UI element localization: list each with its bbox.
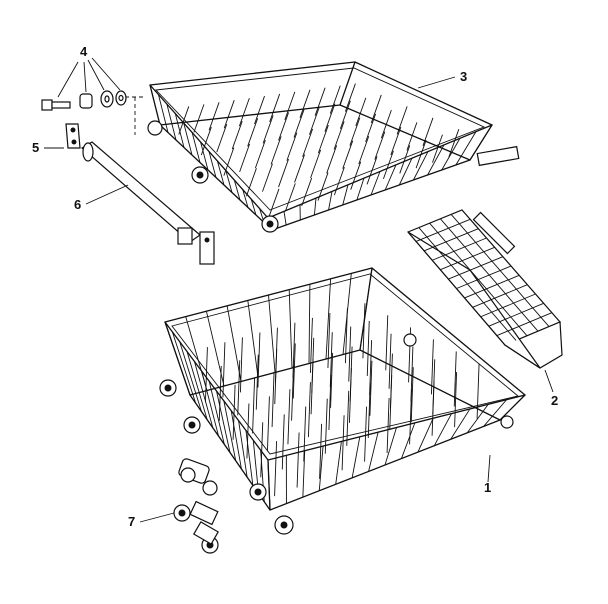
callout-6: 6 <box>74 197 81 212</box>
callout-5: 5 <box>32 140 39 155</box>
upper-rack <box>125 61 520 233</box>
callout-3: 3 <box>460 69 467 84</box>
callout-leaders <box>44 57 554 523</box>
callout-7: 7 <box>128 514 135 529</box>
callout-1: 1 <box>484 480 491 495</box>
silverware-basket <box>407 209 563 369</box>
rack-roller-hardware <box>41 90 127 111</box>
callout-2: 2 <box>551 393 558 408</box>
lower-rack <box>159 267 526 535</box>
rack-track-rail <box>80 141 215 265</box>
callout-4: 4 <box>80 44 88 59</box>
rack-clip <box>65 123 81 149</box>
rack-wheel-assembly <box>173 458 219 554</box>
